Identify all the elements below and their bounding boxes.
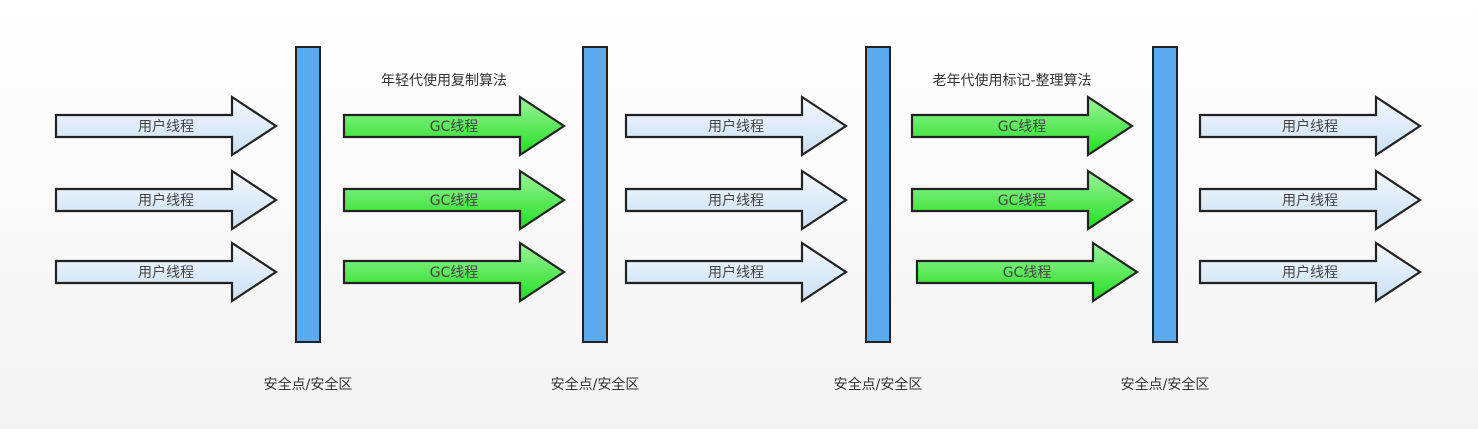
arrow-label: GC线程 <box>430 193 479 209</box>
user-thread-arrow: 用户线程 <box>624 168 848 232</box>
arrow-label: 用户线程 <box>708 264 764 281</box>
arrow-label: GC线程 <box>998 193 1047 209</box>
arrow-label: 用户线程 <box>708 192 764 209</box>
user-thread-arrow: 用户线程 <box>1198 240 1422 304</box>
gc-thread-arrow: GC线程 <box>342 240 566 304</box>
user-thread-arrow: 用户线程 <box>624 240 848 304</box>
gc-thread-arrow: GC线程 <box>342 94 566 158</box>
user-thread-arrow: 用户线程 <box>54 240 278 304</box>
gc-thread-arrow: GC线程 <box>910 168 1134 232</box>
safepoint-label: 安全点/安全区 <box>550 377 640 393</box>
safepoint-label: 安全点/安全区 <box>263 377 353 393</box>
gc-thread-arrow: GC线程 <box>342 168 566 232</box>
arrow-label: GC线程 <box>998 119 1047 135</box>
user-thread-arrow: 用户线程 <box>54 94 278 158</box>
arrow-label: GC线程 <box>1003 265 1052 281</box>
arrow-label: GC线程 <box>430 265 479 281</box>
arrow-label: 用户线程 <box>1282 264 1338 281</box>
safepoint-bar <box>582 46 608 343</box>
user-thread-arrow: 用户线程 <box>54 168 278 232</box>
safepoint-bar <box>865 46 891 343</box>
safepoint-bar <box>295 46 321 343</box>
user-thread-arrow: 用户线程 <box>1198 94 1422 158</box>
arrow-label: 用户线程 <box>138 192 194 209</box>
gc-thread-arrow: GC线程 <box>915 240 1139 304</box>
gc-thread-arrow: GC线程 <box>910 94 1134 158</box>
algorithm-caption: 年轻代使用复制算法 <box>381 73 507 89</box>
algorithm-caption: 老年代使用标记-整理算法 <box>932 73 1092 89</box>
safepoint-label: 安全点/安全区 <box>1120 377 1210 393</box>
arrow-label: 用户线程 <box>1282 192 1338 209</box>
safepoint-label: 安全点/安全区 <box>833 377 923 393</box>
arrow-label: 用户线程 <box>138 118 194 135</box>
safepoint-bar <box>1152 46 1178 343</box>
user-thread-arrow: 用户线程 <box>1198 168 1422 232</box>
user-thread-arrow: 用户线程 <box>624 94 848 158</box>
arrow-label: GC线程 <box>430 119 479 135</box>
arrow-label: 用户线程 <box>1282 118 1338 135</box>
arrow-label: 用户线程 <box>708 118 764 135</box>
arrow-label: 用户线程 <box>138 264 194 281</box>
